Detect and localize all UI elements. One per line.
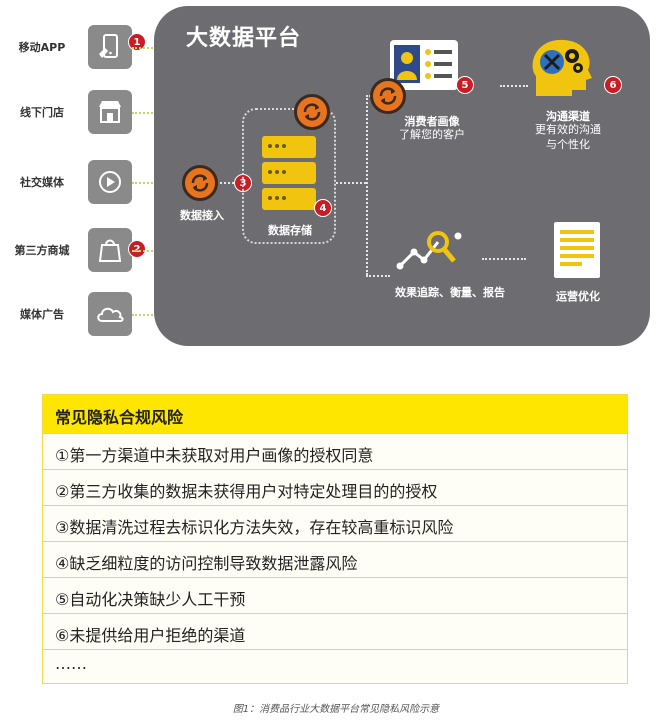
risk-badge: 2 [128, 240, 146, 258]
tracking-label: 效果追踪、衡量、报告 [395, 286, 505, 299]
analytics-magnifier-icon [394, 228, 466, 276]
source-mobile-app: 移动APP 1 [6, 25, 146, 69]
source-social-media: 社交媒体 [6, 160, 146, 204]
connector-line [366, 275, 390, 277]
channel-label: 沟通渠道 [546, 110, 590, 123]
ingest-label: 数据接入 [180, 209, 224, 222]
connector-line [132, 112, 168, 114]
divider [43, 613, 627, 614]
sync-icon [182, 165, 218, 201]
profile-card-icon [390, 40, 458, 90]
connector-line [132, 250, 168, 252]
source-offline-store: 线下门店 [6, 90, 146, 134]
risk-list-title: 常见隐私合规风险 [55, 408, 184, 427]
cloud-icon [88, 292, 132, 336]
profile-sub: 了解您的客户 [399, 128, 465, 141]
source-label: 第三方商城 [14, 244, 70, 257]
mobile-app-icon [88, 25, 132, 69]
source-label: 社交媒体 [20, 176, 64, 189]
risk-badge: 6 [604, 76, 622, 94]
risk-item: …… [55, 654, 87, 673]
risk-item: ③数据清洗过程去标识化方法失效，存在较高重标识风险 [55, 518, 454, 537]
connector-line [132, 47, 168, 49]
head-gears-icon [528, 36, 600, 96]
risk-item: ②第三方收集的数据未获得用户对特定处理目的的授权 [55, 482, 438, 501]
risk-item: ①第一方渠道中未获取对用户画像的授权同意 [55, 446, 374, 465]
divider [43, 433, 627, 434]
storage-group [242, 108, 336, 244]
divider [43, 505, 627, 506]
risk-item: ④缺乏细粒度的访问控制导致数据泄露风险 [55, 554, 358, 573]
risk-item: ⑤自动化决策缺少人工干预 [55, 590, 246, 609]
connector-line [132, 314, 168, 316]
risk-badge: 5 [456, 76, 474, 94]
source-third-party-mall: 第三方商城 2 [6, 228, 146, 272]
sync-icon [370, 78, 406, 114]
risk-list-header [43, 395, 627, 433]
database-icon [262, 162, 316, 184]
storefront-icon [88, 90, 132, 134]
risk-badge: 4 [314, 199, 332, 217]
divider [43, 577, 627, 578]
database-icon [262, 188, 316, 210]
risk-item: ⑥未提供给用户拒绝的渠道 [55, 626, 246, 645]
source-label: 线下门店 [20, 106, 64, 119]
channel-sub-1: 更有效的沟通 [535, 123, 601, 136]
social-media-icon [88, 160, 132, 204]
figure-caption: 图1：消费品行业大数据平台常见隐私风险示意 [232, 704, 440, 715]
flow-arrow [482, 258, 526, 260]
divider [43, 649, 627, 650]
source-media-ads: 媒体广告 [6, 292, 146, 336]
storage-label: 数据存储 [268, 224, 312, 237]
source-label: 移动APP [18, 41, 66, 54]
connector-line [336, 182, 366, 184]
platform-title: 大数据平台 [186, 26, 302, 51]
document-icon [554, 222, 600, 278]
ops-label: 运营优化 [556, 290, 600, 303]
connector-line [220, 182, 242, 184]
divider [43, 469, 627, 470]
connector-trunk [366, 95, 368, 275]
sync-icon [294, 94, 330, 130]
divider [43, 541, 627, 542]
database-icon [262, 136, 316, 158]
flow-arrow [500, 85, 528, 87]
source-label: 媒体广告 [20, 308, 64, 321]
risk-badge: 1 [128, 33, 146, 51]
shopping-bag-icon [88, 228, 132, 272]
risk-list-box: 常见隐私合规风险 ①第一方渠道中未获取对用户画像的授权同意 ②第三方收集的数据未… [42, 394, 628, 684]
channel-sub-2: 与个性化 [546, 138, 590, 151]
profile-label: 消费者画像 [404, 115, 460, 128]
